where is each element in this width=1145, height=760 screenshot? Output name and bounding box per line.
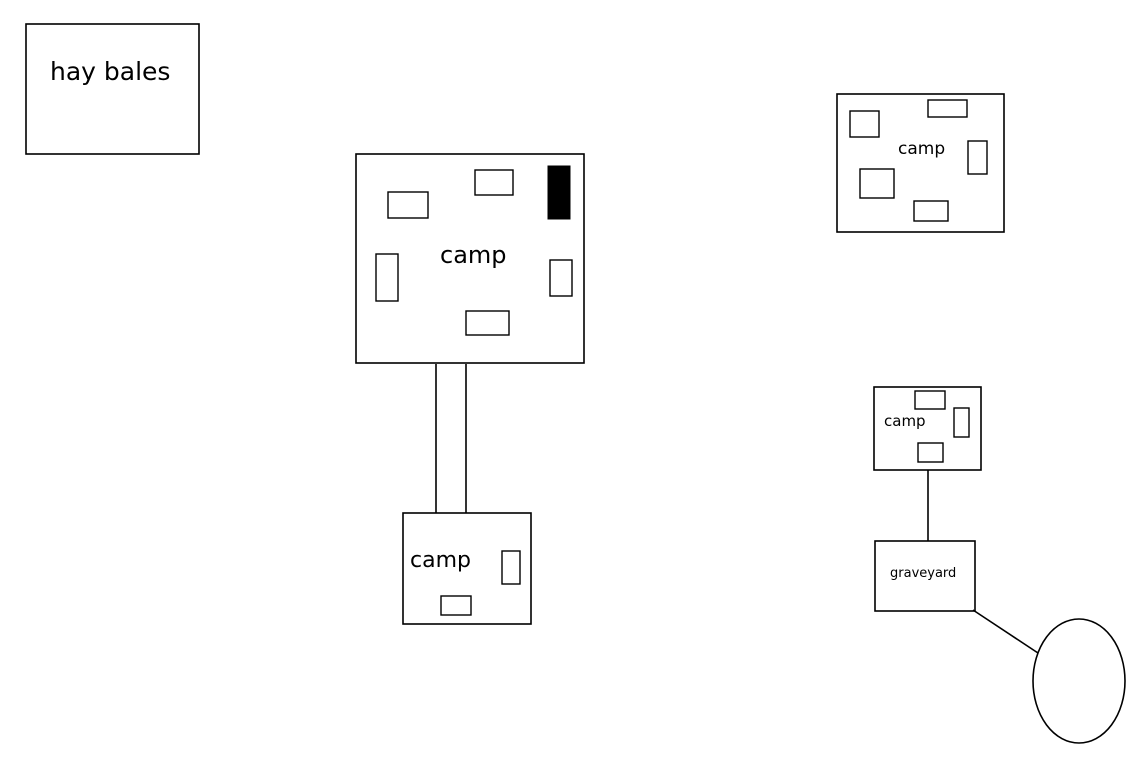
circle-area <box>1032 618 1126 744</box>
graveyard-label: graveyard <box>890 566 956 581</box>
camp-main: camp <box>355 153 585 364</box>
camp-right-small-label: camp <box>884 412 926 430</box>
filled-structure <box>547 165 571 220</box>
tent <box>440 595 472 616</box>
tent <box>849 110 880 138</box>
tent <box>927 99 968 118</box>
camp-main-label: camp <box>440 241 507 269</box>
tent <box>474 169 514 196</box>
tent <box>549 259 573 297</box>
path-main-to-bottom <box>435 364 467 513</box>
path-graveyard-to-circle <box>972 609 1039 654</box>
tent <box>967 140 988 175</box>
tent <box>859 168 895 199</box>
tent <box>375 253 399 302</box>
tent <box>465 310 510 336</box>
hay-bales-area: hay bales <box>25 23 200 155</box>
camp-bottom: camp <box>402 512 532 625</box>
tent <box>914 390 946 410</box>
tent <box>953 407 970 438</box>
tent <box>387 191 429 219</box>
camp-top-right: camp <box>836 93 1005 233</box>
tent <box>913 200 949 222</box>
graveyard-box <box>874 540 976 612</box>
hay-bales-label: hay bales <box>50 57 170 86</box>
hay-bales-box <box>25 23 200 155</box>
camp-right-small: camp <box>873 386 982 471</box>
camp-bottom-label: camp <box>410 548 471 573</box>
tent <box>501 550 521 585</box>
camp-top-right-label: camp <box>898 139 945 159</box>
graveyard-area: graveyard <box>874 540 976 612</box>
tent <box>917 442 944 463</box>
